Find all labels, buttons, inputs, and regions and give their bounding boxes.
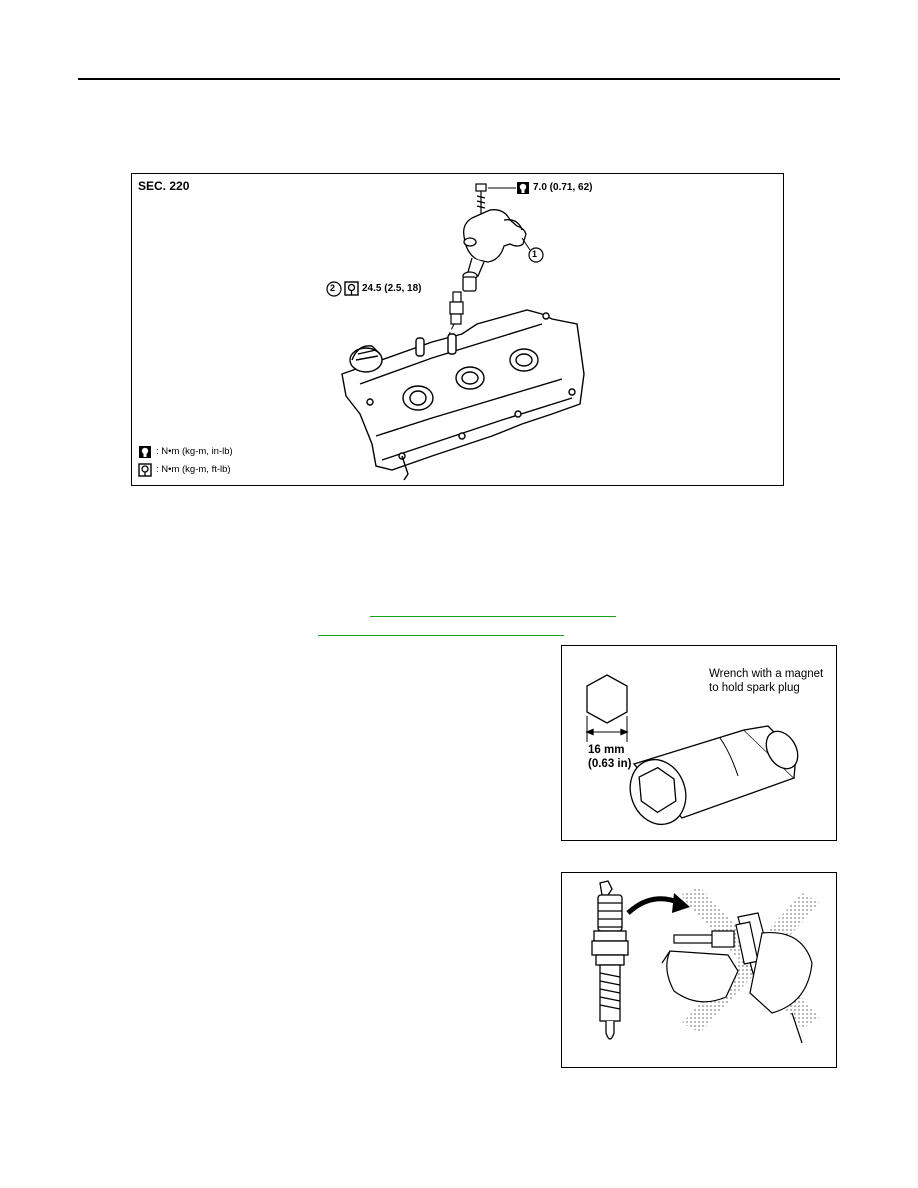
dropped-spark-plug-figure (561, 872, 837, 1068)
coil-bolt-torque: 7.0 (0.71, 62) (533, 182, 593, 193)
part-2-callout: 2 (330, 283, 336, 293)
wrench-size-in: (0.63 in) (588, 758, 632, 770)
header-rule (78, 78, 840, 80)
legend-small-torque: : N•m (kg-m, in-lb) (156, 446, 233, 457)
torque-wrench-large-icon (344, 281, 359, 296)
spark-plug-wrench-figure: Wrench with a magnet to hold spark plug … (561, 645, 837, 841)
rocker-cover-illustration (138, 182, 585, 481)
reference-link-1[interactable] (370, 616, 616, 617)
legend-large-torque: : N•m (kg-m, ft-lb) (156, 464, 231, 475)
section-label: SEC. 220 (138, 179, 190, 193)
part-1-callout: 1 (532, 249, 538, 259)
wrench-illustration (585, 674, 799, 826)
torque-wrench-small-icon (517, 182, 529, 194)
reference-link-2[interactable] (318, 635, 564, 636)
wrench-caption-line2: to hold spark plug (709, 682, 800, 694)
spark-plug-torque: 24.5 (2.5, 18) (362, 283, 422, 294)
wrench-size-mm: 16 mm (588, 744, 625, 756)
ignition-coil-figure: SEC. 220 (131, 173, 784, 486)
spark-plug-illustration (591, 880, 820, 1044)
wrench-caption-line1: Wrench with a magnet (709, 668, 824, 680)
